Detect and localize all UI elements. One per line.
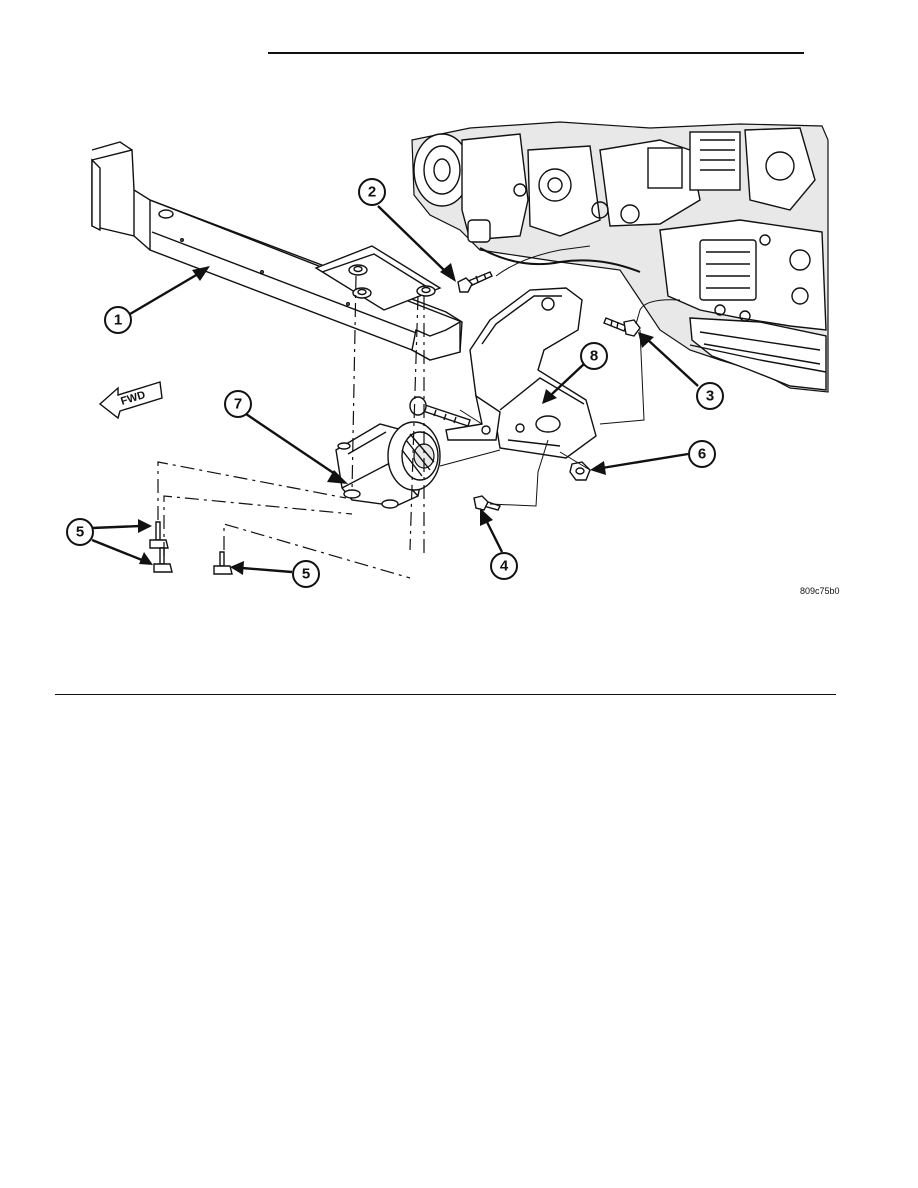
bolt-2 bbox=[458, 272, 492, 292]
callout-5-right-label: 5 bbox=[302, 566, 310, 583]
callout-5-right: 5 bbox=[293, 561, 319, 587]
callout-8-label: 8 bbox=[590, 348, 598, 365]
callout-7: 7 bbox=[225, 391, 251, 417]
callout-6-label: 6 bbox=[698, 446, 706, 463]
engine-mount-diagram: FWD 1 2 bbox=[0, 0, 918, 700]
callout-3-label: 3 bbox=[706, 388, 714, 405]
callout-5-left-label: 5 bbox=[76, 524, 84, 541]
callout-7-label: 7 bbox=[234, 396, 242, 413]
callout-2: 2 bbox=[359, 179, 385, 205]
callout-3: 3 bbox=[697, 383, 723, 409]
forward-arrow-icon: FWD bbox=[100, 382, 162, 418]
bolts-5 bbox=[150, 522, 232, 574]
bottom-rule bbox=[55, 694, 836, 695]
nut-6 bbox=[570, 462, 590, 480]
callout-4-label: 4 bbox=[500, 558, 509, 575]
figure-code: 809c75b0 bbox=[800, 586, 840, 596]
bolt-3 bbox=[604, 318, 640, 336]
callout-6: 6 bbox=[689, 441, 715, 467]
callout-4: 4 bbox=[491, 553, 517, 579]
crossmember bbox=[92, 142, 462, 360]
callout-8: 8 bbox=[581, 343, 607, 369]
bolt-4 bbox=[474, 496, 500, 510]
engine-mount bbox=[336, 397, 470, 508]
callout-1: 1 bbox=[105, 307, 131, 333]
callout-5-left: 5 bbox=[67, 519, 93, 545]
callout-1-label: 1 bbox=[114, 312, 122, 329]
callout-2-label: 2 bbox=[368, 184, 376, 201]
